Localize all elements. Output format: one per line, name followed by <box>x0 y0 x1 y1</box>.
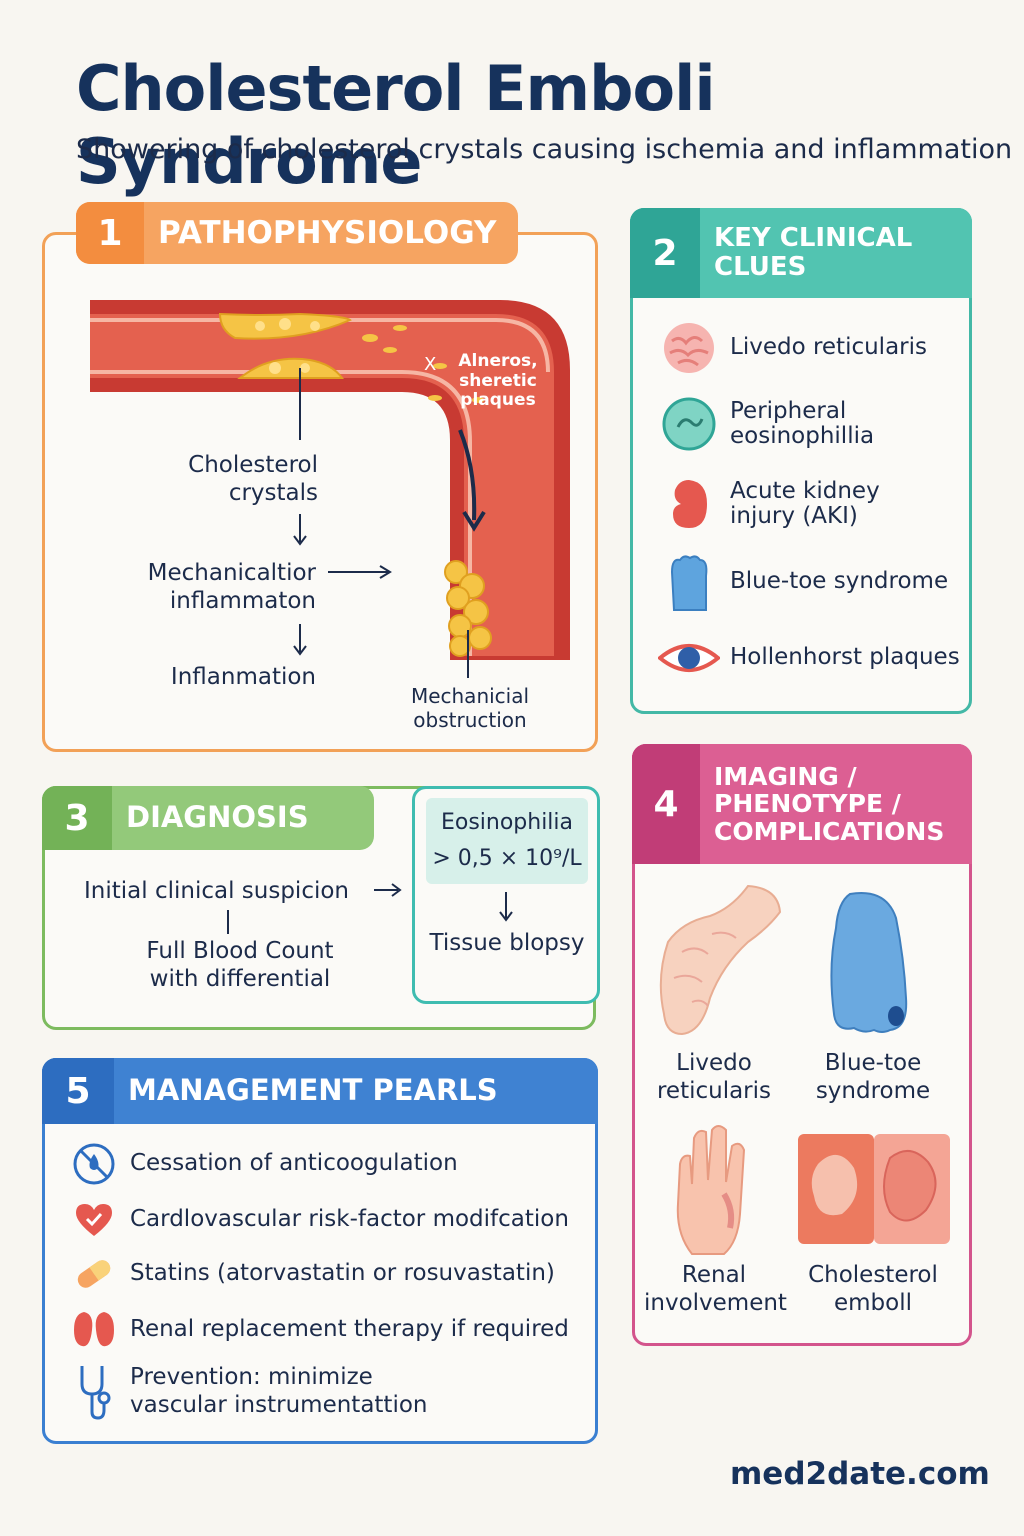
imaging-header: 4 IMAGING / PHENOTYPE / COMPLICATIONS <box>632 744 972 864</box>
management-item: Prevention: minimize vascular instrument… <box>68 1364 470 1420</box>
obstruction-label: Mechanicial obstruction <box>410 684 530 732</box>
pathophysiology-header: 1 PATHOPHYSIOLOGY <box>76 202 518 264</box>
eosinophilia-label: Eosinophilia <box>440 810 574 835</box>
section-title: PATHOPHYSIOLOGY <box>158 214 497 251</box>
clue-label: Peripheral eosinophillia <box>730 397 875 449</box>
management-label: Renal replacement therapy if required <box>130 1316 569 1343</box>
pill-icon <box>68 1252 120 1296</box>
livedo-label: Livedo reticularis <box>656 1050 772 1104</box>
eye-icon <box>658 630 720 686</box>
clue-item: Hollenhorst plaques <box>658 630 960 686</box>
section-number: 3 <box>42 786 112 850</box>
management-item: Cardlovascular risk-factor modifcation <box>68 1198 569 1242</box>
kidneys-icon <box>68 1308 120 1352</box>
plaque-label: Alneros, sheretic plaques <box>458 351 538 411</box>
inflammation-label: Inflanmation <box>170 664 316 690</box>
artery-illustration <box>90 300 570 678</box>
plaque-marker: X <box>424 354 437 375</box>
diagnosis-header: 3 DIAGNOSIS <box>42 786 374 850</box>
clue-item: Peripheral eosinophillia <box>658 396 910 452</box>
management-label: Cardlovascular risk-factor modifcation <box>130 1206 569 1233</box>
kidney-icon <box>658 476 720 532</box>
fbc-label: Full Blood Count with differential <box>146 938 334 992</box>
artery-lumen <box>90 314 554 656</box>
histology-icon <box>798 1134 950 1248</box>
section-title: KEY CLINICAL CLUES <box>714 223 913 282</box>
clue-item: Acute kidney injury (AKI) <box>658 476 910 532</box>
management-label: Cessation of anticoogulation <box>130 1150 458 1177</box>
section-title: IMAGING / PHENOTYPE / COMPLICATIONS <box>714 761 945 846</box>
obstruction-cluster <box>444 560 492 657</box>
section-title: DIAGNOSIS <box>126 800 309 835</box>
clue-label: Blue-toe syndrome <box>730 568 949 595</box>
management-label: Statins (atorvastatin or rosuvastatin) <box>130 1260 555 1287</box>
emboli-label: Cholesterol emboll <box>808 1262 938 1316</box>
section-title: MANAGEMENT PEARLS <box>128 1073 498 1108</box>
section-number: 5 <box>42 1058 114 1124</box>
crystals-label: Cholesterol crystals <box>188 452 318 506</box>
tissue-biopsy-label: Tissue blopsy <box>429 930 585 956</box>
renal-label: Renal involvement <box>644 1262 787 1316</box>
management-item: Statins (atorvastatin or rosuvastatin) <box>68 1252 555 1296</box>
eosinophilia-card <box>426 798 588 884</box>
section-number: 1 <box>76 202 144 264</box>
management-item: Cessation of anticoogulation <box>68 1142 458 1186</box>
eosinophilia-threshold: > 0,5 × 10⁹/L <box>432 846 582 871</box>
no-anticoagulant-icon <box>68 1142 120 1186</box>
clinical-clues-header: 2 KEY CLINICAL CLUES <box>630 208 972 298</box>
page-subtitle: Showering of cholesterol crystals causin… <box>76 134 1013 165</box>
section-number: 4 <box>632 744 700 864</box>
eosinophil-cell-icon <box>658 396 720 452</box>
stethoscope-icon <box>68 1365 120 1420</box>
blue-toe-label: Blue-toe syndrome <box>815 1050 931 1104</box>
initial-suspicion-label: Initial clinical suspicion <box>84 878 350 904</box>
heart-icon <box>68 1198 120 1242</box>
lower-plaque <box>237 357 344 379</box>
brand-footer: med2date.com <box>730 1456 990 1492</box>
management-item: Renal replacement therapy if required <box>68 1308 569 1352</box>
clue-label: Acute kidney injury (AKI) <box>730 477 880 529</box>
skin-mottling-icon <box>658 320 720 376</box>
section-number: 2 <box>630 208 700 298</box>
mottled-foot-icon <box>652 882 784 1042</box>
mechanical-label: Mechanicaltior inflammaton <box>147 560 316 614</box>
clue-label: Hollenhorst plaques <box>730 644 960 671</box>
blue-foot-icon <box>826 888 918 1040</box>
management-header: 5 MANAGEMENT PEARLS <box>42 1058 598 1124</box>
management-label: Prevention: minimize vascular instrument… <box>130 1364 428 1418</box>
clue-label: Livedo reticularis <box>730 334 927 361</box>
hand-icon <box>668 1124 758 1264</box>
page-title: Cholesterol Emboli Syndrome <box>76 52 716 198</box>
clue-item: Blue-toe syndrome <box>658 554 949 611</box>
blue-toe-icon <box>658 554 720 611</box>
clue-item: Livedo reticularis <box>658 320 927 376</box>
